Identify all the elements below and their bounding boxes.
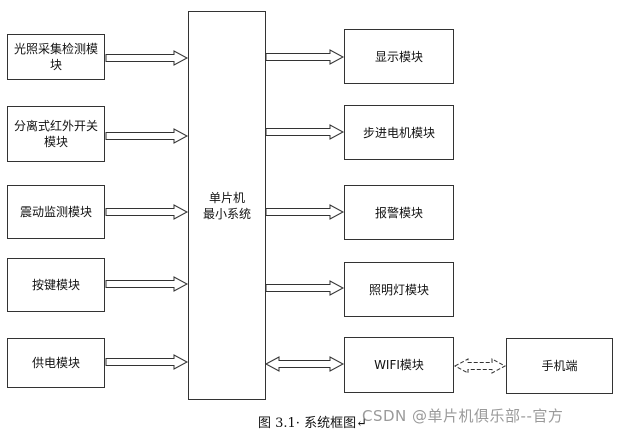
input-module-power: 供电模块 — [7, 338, 105, 388]
phone-wireless-arrow — [453, 358, 507, 374]
wifi-bidirectional-arrow — [264, 356, 345, 372]
input-module-keys-label: 按键模块 — [31, 278, 80, 292]
output-arrow-3 — [265, 280, 345, 296]
input-module-vibration: 震动监测模块 — [7, 185, 105, 239]
output-module-wifi: WIFI模块 — [344, 337, 454, 393]
output-arrow-1 — [265, 124, 345, 140]
phone-terminal: 手机端 — [506, 338, 613, 394]
input-module-infrared: 分离式红外开关 模块 — [7, 106, 105, 162]
input-module-power-label: 供电模块 — [31, 356, 80, 370]
output-module-wifi-label: WIFI模块 — [374, 358, 424, 372]
mcu-label: 单片机 最小系统 — [202, 190, 251, 221]
figure-caption: 图 3.1· 系统框图↵ — [258, 416, 367, 431]
watermark-text: CSDN @单片机俱乐部--官方 — [362, 407, 564, 425]
output-module-lighting: 照明灯模块 — [344, 262, 454, 317]
input-module-infrared-label: 分离式红外开关 模块 — [13, 119, 98, 149]
input-module-keys: 按键模块 — [7, 258, 105, 312]
output-module-alarm: 报警模块 — [344, 185, 454, 240]
phone-label: 手机端 — [541, 359, 578, 373]
input-arrow-0 — [105, 50, 189, 66]
input-arrow-1 — [105, 128, 189, 144]
output-module-stepper-motor-label: 步进电机模块 — [362, 125, 435, 140]
output-module-stepper-motor: 步进电机模块 — [344, 105, 454, 160]
input-module-light: 光照采集检测模 块 — [7, 34, 105, 80]
input-arrow-4 — [105, 354, 189, 370]
input-module-vibration-label: 震动监测模块 — [19, 205, 92, 219]
output-arrow-0 — [265, 49, 345, 65]
input-arrow-2 — [105, 204, 189, 220]
output-module-lighting-label: 照明灯模块 — [368, 282, 429, 297]
output-module-alarm-label: 报警模块 — [374, 205, 423, 220]
input-module-light-label: 光照采集检测模 块 — [13, 42, 98, 72]
output-arrow-2 — [265, 204, 345, 220]
arrow-layer — [105, 49, 507, 374]
output-module-display-label: 显示模块 — [374, 49, 423, 64]
mcu-minimum-system: 单片机 最小系统 — [188, 11, 266, 400]
input-arrow-3 — [105, 276, 189, 292]
output-module-display: 显示模块 — [344, 29, 454, 84]
